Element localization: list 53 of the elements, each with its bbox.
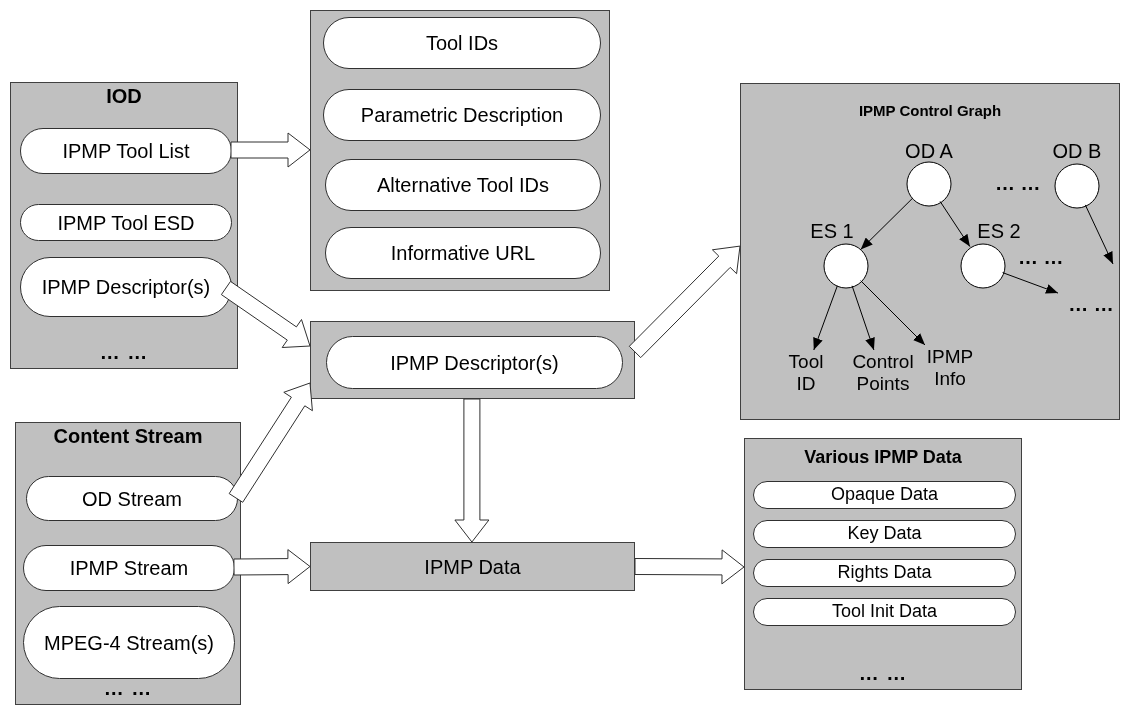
rounded-box: IPMP Descriptor(s)	[326, 336, 623, 389]
process-box: IPMP Data	[310, 542, 635, 591]
arrow	[851, 285, 875, 351]
ellipsis-text: … …	[1068, 293, 1114, 316]
rounded-box: OD Stream	[26, 476, 238, 521]
panel-title: Various IPMP Data	[803, 447, 963, 468]
group-panel	[310, 321, 635, 399]
leaf-label: Tool ID	[787, 351, 825, 395]
group-panel	[310, 10, 610, 291]
ellipsis-text: … …	[98, 341, 150, 364]
group-panel	[740, 83, 1120, 420]
leaf-label: IPMP Info	[925, 346, 975, 390]
rounded-box: Rights Data	[753, 559, 1016, 587]
rounded-box: IPMP Descriptor(s)	[20, 257, 232, 317]
rounded-box: IPMP Tool List	[20, 128, 232, 174]
node-label: OD B	[1051, 141, 1103, 161]
rounded-box: Alternative Tool IDs	[325, 159, 601, 211]
rounded-box: IPMP Tool ESD	[20, 204, 232, 241]
block-arrow	[628, 245, 741, 359]
arrow	[1002, 272, 1059, 294]
leaf-label: Control Points	[851, 351, 915, 395]
block-arrow	[220, 280, 311, 348]
arrow	[939, 200, 971, 248]
panel-title: Content Stream	[52, 425, 204, 448]
ellipsis-text: … …	[102, 677, 154, 700]
block-arrow	[228, 382, 313, 503]
node-label: ES 1	[809, 221, 855, 241]
node-label: OD A	[904, 141, 954, 161]
rounded-box: Informative URL	[325, 227, 601, 279]
arrow	[813, 285, 838, 351]
block-arrow	[233, 549, 311, 585]
ellipsis-text: … …	[995, 172, 1041, 195]
group-panel	[15, 422, 241, 705]
rounded-box: MPEG-4 Stream(s)	[23, 606, 235, 679]
block-arrow	[454, 398, 490, 543]
panel-title: IOD	[105, 85, 143, 108]
ellipsis-text: … …	[1018, 246, 1064, 269]
rounded-box: Opaque Data	[753, 481, 1016, 509]
arrow	[860, 198, 913, 250]
rounded-box: Tool IDs	[323, 17, 601, 69]
node-label: ES 2	[976, 221, 1022, 241]
ellipsis-text: … …	[857, 662, 909, 685]
rounded-box: Tool Init Data	[753, 598, 1016, 626]
rounded-box: Key Data	[753, 520, 1016, 548]
arrow	[860, 280, 926, 346]
arrow	[1084, 204, 1114, 265]
block-arrow	[230, 132, 311, 168]
group-panel	[10, 82, 238, 369]
panel-title: IPMP Control Graph	[857, 102, 1003, 119]
rounded-box: IPMP Stream	[23, 545, 235, 591]
rounded-box: Parametric Description	[323, 89, 601, 141]
block-arrow	[634, 549, 745, 585]
group-panel	[744, 438, 1022, 690]
